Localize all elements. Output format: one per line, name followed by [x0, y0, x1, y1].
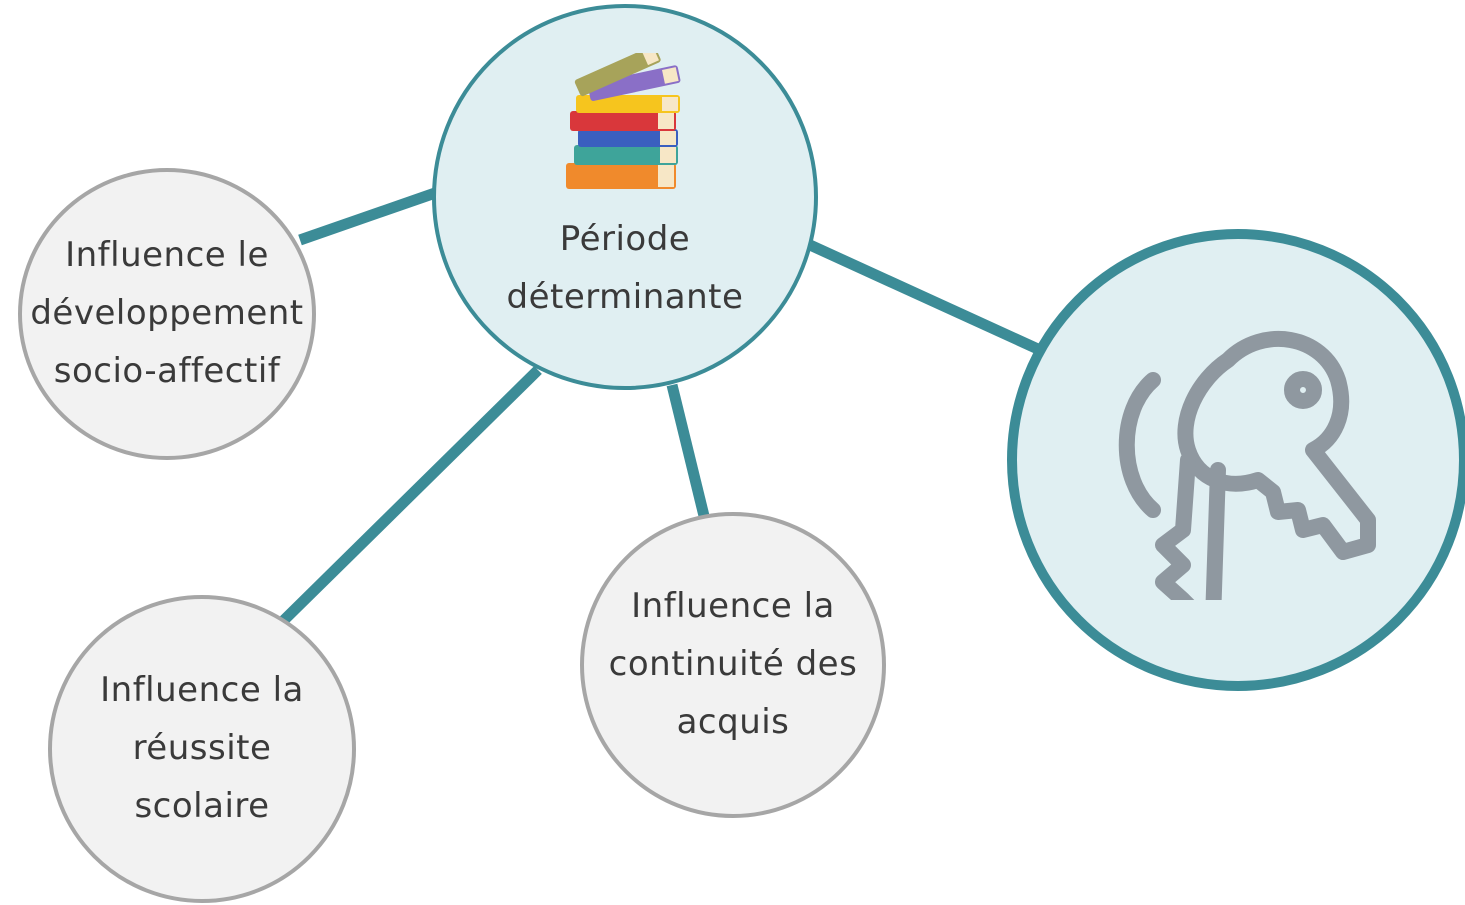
- node-socio-line1: Influence le: [65, 235, 269, 276]
- connector-center-key: [807, 239, 1043, 356]
- node-socio-line2: développement: [30, 293, 304, 334]
- connector-center-continuite: [666, 383, 711, 522]
- center-line2: déterminante: [506, 277, 744, 317]
- node-continuite-acquis: Influence la continuité des acquis: [580, 512, 886, 818]
- center-line1: Période: [559, 219, 691, 260]
- node-key: [1007, 229, 1465, 691]
- node-socio-line3: socio-affectif: [53, 350, 281, 391]
- node-scolaire-line3: scolaire: [134, 785, 270, 826]
- node-socio-affectif: Influence le développement socio-affecti…: [18, 168, 316, 460]
- node-scolaire-line2: réussite: [132, 728, 272, 769]
- node-continuite-line3: acquis: [676, 701, 790, 742]
- node-scolaire-line1: Influence la: [100, 670, 304, 711]
- connector-center-scolaire: [273, 366, 542, 631]
- keys-icon: [1118, 331, 1376, 600]
- node-continuite-line2: continuité des: [608, 644, 858, 685]
- connector-center-socio: [298, 186, 440, 246]
- node-periode-determinante: Période déterminante: [432, 4, 818, 390]
- node-continuite-line1: Influence la: [631, 586, 835, 627]
- node-reussite-scolaire: Influence la réussite scolaire: [48, 595, 356, 903]
- books-stack-icon: [566, 53, 681, 190]
